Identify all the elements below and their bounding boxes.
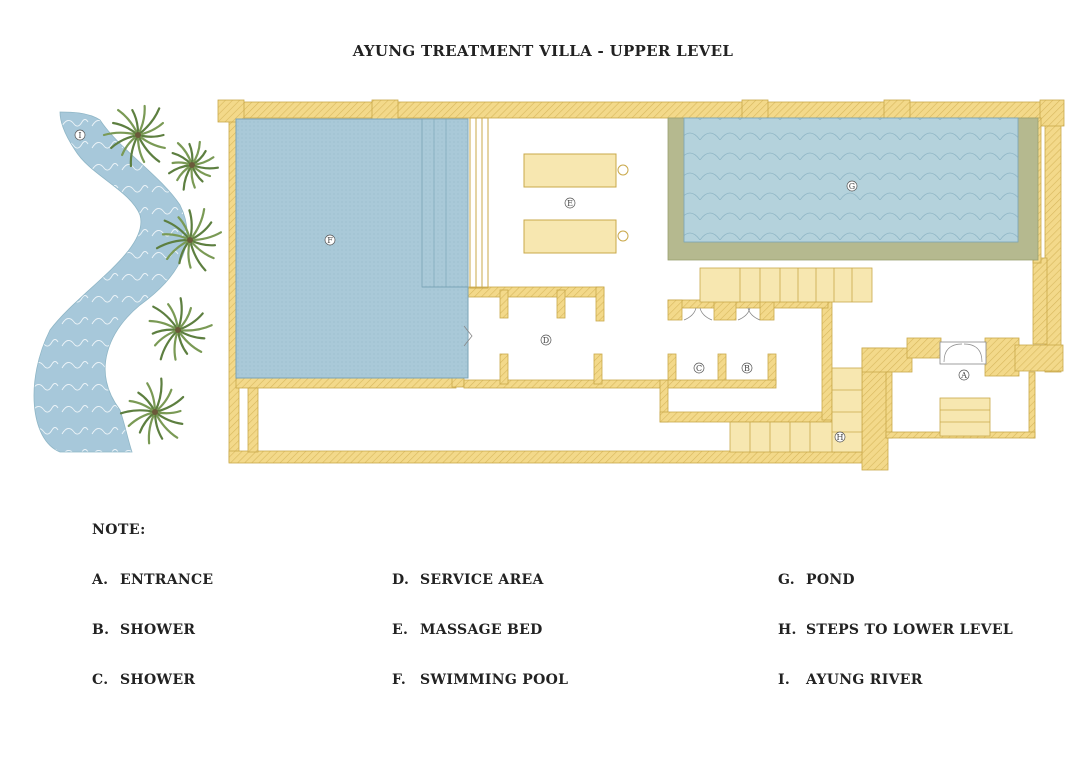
svg-text:F: F	[327, 236, 333, 245]
legend-item-a: A. ENTRANCE	[92, 572, 213, 588]
pond	[667, 117, 1039, 261]
entrance	[939, 341, 991, 437]
marker-g: G	[846, 180, 858, 192]
legend-item-c: C. SHOWER	[92, 672, 195, 688]
pond-steps	[699, 267, 873, 303]
legend-text: ENTRANCE	[120, 572, 214, 588]
marker-i: I	[74, 129, 86, 141]
marker-b: B	[741, 362, 753, 374]
floor-plan: I	[33, 99, 1065, 471]
legend-item-d: D. SERVICE AREA	[392, 572, 544, 588]
marker-c: C	[693, 362, 705, 374]
legend-item-h: H. STEPS TO LOWER LEVEL	[778, 622, 1013, 638]
legend-text: SHOWER	[120, 672, 196, 688]
legend-text: SERVICE AREA	[420, 572, 544, 588]
legend-key: G.	[778, 572, 795, 588]
marker-a: A	[958, 369, 970, 381]
svg-text:E: E	[567, 199, 573, 208]
palm-tree	[102, 104, 166, 168]
legend-text: STEPS TO LOWER LEVEL	[806, 622, 1014, 638]
legend-key: H.	[778, 622, 797, 638]
massage-bed-2	[523, 219, 629, 254]
palm-tree	[167, 140, 219, 191]
ayung-river	[33, 111, 188, 453]
plan-title: AYUNG TREATMENT VILLA - UPPER LEVEL	[352, 42, 734, 60]
svg-text:H: H	[837, 433, 844, 442]
marker-h: H	[834, 431, 846, 443]
legend-key: A.	[92, 572, 109, 588]
legend-key: I.	[778, 672, 791, 688]
svg-text:G: G	[849, 182, 855, 191]
legend-key: F.	[392, 672, 407, 688]
marker-d: D	[540, 334, 552, 346]
legend-text: SWIMMING POOL	[420, 672, 569, 688]
legend-item-i: I. AYUNG RIVER	[778, 672, 923, 688]
legend-item-f: F. SWIMMING POOL	[392, 672, 568, 688]
legend-text: SHOWER	[120, 622, 196, 638]
palm-tree	[148, 297, 213, 361]
svg-text:A: A	[960, 371, 967, 380]
palm-tree	[155, 207, 223, 272]
svg-text:B: B	[744, 364, 750, 373]
legend-key: C.	[92, 672, 109, 688]
palm-tree	[119, 377, 185, 445]
legend-key: D.	[392, 572, 410, 588]
service-door	[463, 325, 473, 347]
palm-trees	[102, 104, 223, 445]
note-heading: NOTE:	[92, 522, 146, 538]
marker-f: F	[324, 234, 336, 246]
swimming-pool	[235, 118, 469, 379]
massage-bed-1	[523, 153, 629, 188]
legend-key: B.	[92, 622, 110, 638]
shower-doors	[683, 307, 761, 321]
svg-text:D: D	[543, 336, 549, 345]
legend-item-g: G. POND	[778, 572, 855, 588]
svg-text:C: C	[696, 364, 702, 373]
legend-item-e: E. MASSAGE BED	[392, 622, 543, 638]
legend-text: AYUNG RIVER	[806, 672, 923, 688]
legend-item-b: B. SHOWER	[92, 622, 195, 638]
legend-text: POND	[806, 572, 855, 588]
legend-text: MASSAGE BED	[420, 622, 543, 638]
marker-e: E	[564, 197, 576, 209]
legend-key: E.	[392, 622, 409, 638]
building-walls	[217, 99, 1065, 471]
svg-text:I: I	[78, 131, 81, 140]
